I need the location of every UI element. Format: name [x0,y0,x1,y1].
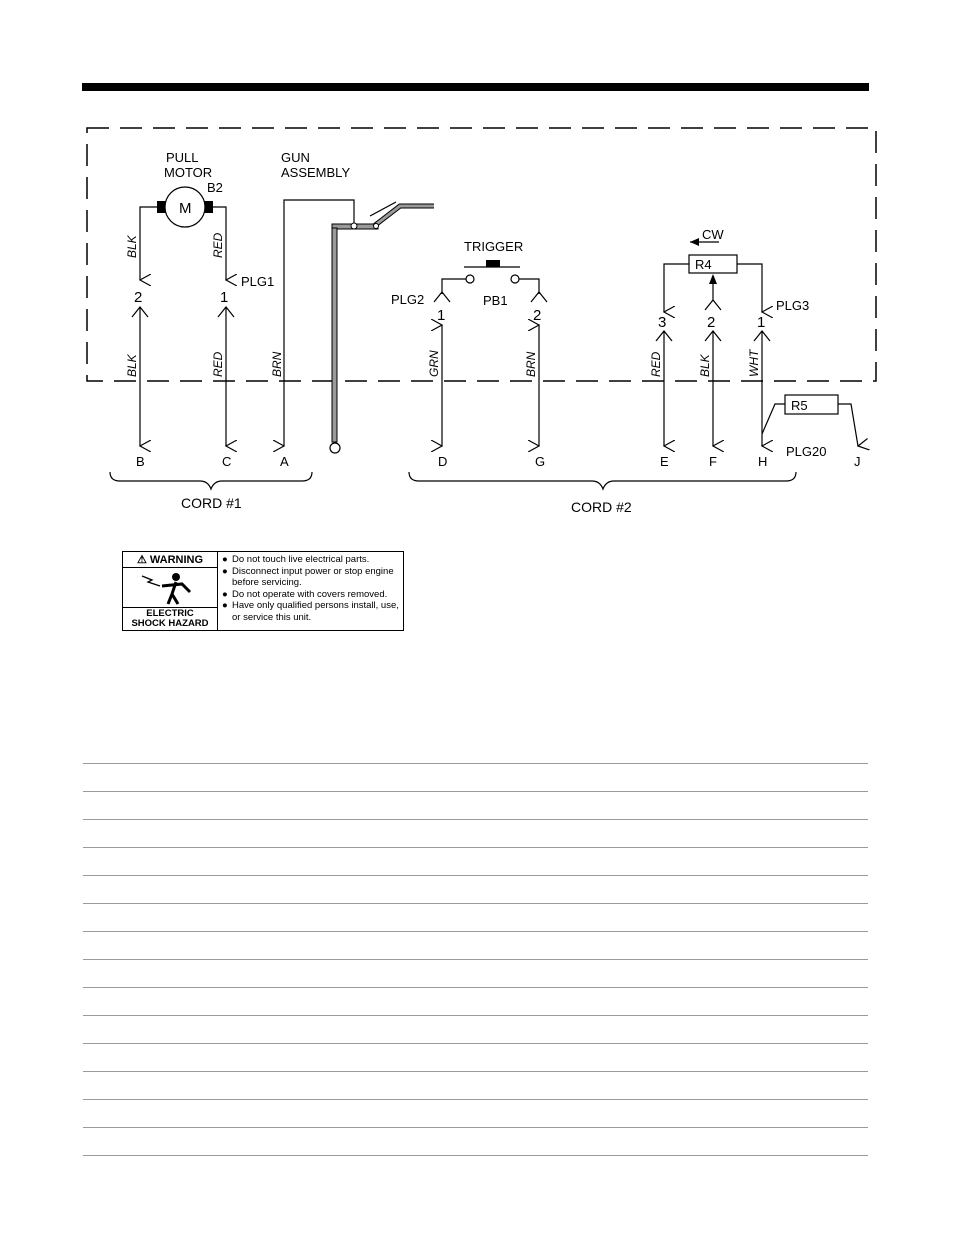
wire-label-brn: BRN [270,351,284,377]
warning-header-text: WARNING [149,554,204,566]
note-line [83,1043,868,1071]
plg1-pin-1: 1 [220,289,228,306]
note-line [83,875,868,903]
warning-bullet: ●Disconnect input power or stop engine b… [222,566,399,589]
motor-symbol: M [157,186,213,228]
enclosure-boundary [86,127,877,382]
warning-bullet-text: Do not operate with covers removed. [232,588,388,600]
pushbutton-switch [464,260,520,284]
header-rule [82,83,869,91]
wire-j [838,403,858,446]
wire-pot-ccw [664,263,689,312]
trigger-label: TRIGGER [464,239,523,254]
note-line [83,791,868,819]
warning-bullet-text: Have only qualified persons install, use… [232,600,399,623]
plg1-pin-2: 2 [134,289,142,306]
note-line [83,1015,868,1043]
wire-trigger-left [441,278,466,294]
wiring-diagram: PULL MOTOR B2 M BLK RED 2 1 PLG1 GUN ASS… [86,127,877,515]
motor-title-2: MOTOR [164,165,212,180]
motor-title-1: PULL [166,150,199,165]
terminal-h: H [758,454,767,469]
plug-receptacle [704,299,722,311]
wire-label-brn-2: BRN [524,351,538,377]
plg1-label: PLG1 [241,274,274,289]
note-line [83,763,868,791]
wire-motor-red [213,206,226,280]
plug-receptacle [433,291,451,303]
warning-bullet: ●Do not operate with covers removed. [222,588,388,600]
plg20-label: PLG20 [786,444,826,459]
gun-title-1: GUN [281,150,310,165]
wire-label-grn: GRN [427,350,441,377]
terminal-b: B [136,454,145,469]
plg3-label: PLG3 [776,298,809,313]
warning-label: ⚠ WARNING ELECTRIC SHOCK HAZARD ●Do not … [122,551,404,631]
warning-bullet-text: Do not touch live electrical parts. [232,554,370,565]
wire-label-red-upper: RED [211,232,225,258]
plg3-pin-2: 2 [707,314,715,331]
r4-wiper-arrowhead [709,274,717,284]
wire-motor-blk [140,206,157,280]
cord1-brace [109,471,313,491]
warning-footer: ELECTRIC SHOCK HAZARD [123,608,217,630]
terminal-d: D [438,454,447,469]
note-line [83,1099,868,1127]
motor-symbol-letter: M [179,200,192,217]
note-line [83,847,868,875]
note-line [83,987,868,1015]
note-line [83,819,868,847]
r5-label: R5 [791,398,808,413]
electric-shock-icon [123,568,217,608]
wire-label-red: RED [211,351,225,377]
wire-r5-left [761,403,785,435]
cord2-label: CORD #2 [571,499,632,515]
wire-pot-cw [737,263,762,312]
cord1-label: CORD #1 [181,495,242,511]
note-line [83,1127,868,1155]
cw-arrowhead [690,238,699,246]
warning-bullet-text: Disconnect input power or stop engine be… [232,565,394,589]
plg2-pin-2: 2 [533,307,541,324]
plg3-pin-1: 1 [757,314,765,331]
warning-header: ⚠ WARNING [123,552,217,568]
plug-receptacle [530,291,548,303]
gun-trigger-mechanism [329,201,434,454]
wire-trigger-right [519,278,540,294]
wire-a [284,199,355,446]
warning-left-panel: ⚠ WARNING ELECTRIC SHOCK HAZARD [123,552,218,630]
plg2-pin-1: 1 [437,307,445,324]
note-line [83,903,868,931]
plg2-label: PLG2 [391,292,424,307]
wire-label-wht: WHT [747,348,761,377]
terminal-f: F [709,454,717,469]
terminal-e: E [660,454,669,469]
r4-label: R4 [695,257,712,272]
terminal-c: C [222,454,231,469]
warning-footer-line2: SHOCK HAZARD [131,618,209,629]
cw-label: CW [702,227,724,242]
wire-label-red-2: RED [649,351,663,377]
gun-title-2: ASSEMBLY [281,165,350,180]
warning-triangle-icon: ⚠ [136,554,147,566]
note-line [83,1071,868,1099]
pb1-label: PB1 [483,293,508,308]
warning-bullet: ●Do not touch live electrical parts. [222,554,370,565]
warning-bullet: ●Have only qualified persons install, us… [222,600,399,623]
wire-label-blk: BLK [125,353,139,377]
note-line [83,931,868,959]
note-line [83,1155,868,1183]
warning-footer-line1: ELECTRIC [146,608,194,619]
motor-designator: B2 [207,180,223,195]
terminal-a: A [280,454,289,469]
plg3-pin-3: 3 [658,314,666,331]
wire-label-blk-upper: BLK [125,234,139,258]
warning-instructions: ●Do not touch live electrical parts. ●Di… [218,552,403,630]
notes-ruled-lines [83,763,868,1183]
terminal-j: J [854,454,861,469]
cord2-brace [408,471,797,491]
terminal-g: G [535,454,545,469]
note-line [83,959,868,987]
wire-label-blk-2: BLK [698,353,712,377]
